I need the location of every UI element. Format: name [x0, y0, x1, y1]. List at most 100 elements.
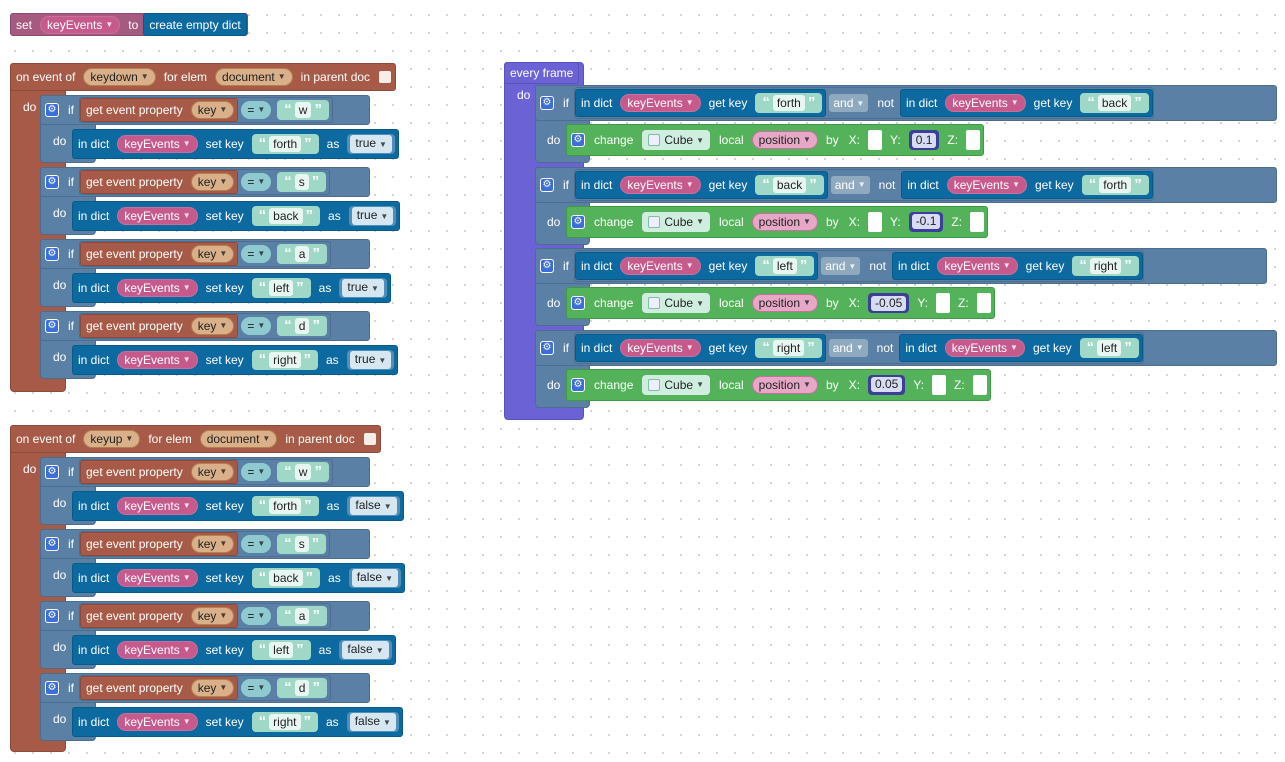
- string-value[interactable]: left: [269, 280, 294, 296]
- gear-icon[interactable]: ⚙: [571, 214, 585, 229]
- property-dropdown[interactable]: key▼: [190, 317, 235, 335]
- number-value[interactable]: -0.05: [871, 295, 907, 311]
- object-dropdown[interactable]: Cube▼: [642, 211, 710, 232]
- string-value[interactable]: s: [294, 536, 309, 552]
- text-string-block[interactable]: “w”: [277, 462, 329, 482]
- string-value[interactable]: back: [269, 208, 303, 224]
- number-value[interactable]: -0.1: [911, 214, 941, 229]
- dict-variable-dropdown[interactable]: keyEvents▼: [117, 569, 198, 587]
- operator-dropdown[interactable]: =▼: [241, 173, 272, 191]
- number-value[interactable]: 0.05: [871, 377, 903, 392]
- operator-dropdown[interactable]: =▼: [241, 317, 272, 335]
- text-string-block[interactable]: “w”: [277, 100, 329, 120]
- dict-variable-dropdown[interactable]: keyEvents▼: [117, 207, 198, 225]
- string-value[interactable]: a: [294, 608, 310, 624]
- text-string-block[interactable]: “right”: [251, 712, 318, 732]
- empty-slot[interactable]: [936, 293, 951, 313]
- gear-icon[interactable]: ⚙: [45, 103, 59, 117]
- text-string-block[interactable]: “back”: [755, 174, 824, 195]
- gear-icon[interactable]: ⚙: [571, 377, 585, 392]
- number-block[interactable]: -0.1: [908, 211, 944, 232]
- parent-doc-checkbox[interactable]: [379, 71, 392, 83]
- dict-variable-dropdown[interactable]: keyEvents▼: [620, 338, 701, 357]
- boolean-block[interactable]: true▼: [348, 206, 397, 226]
- dict-variable-dropdown[interactable]: keyEvents▼: [117, 641, 198, 659]
- boolean-dropdown[interactable]: true▼: [342, 279, 384, 297]
- string-value[interactable]: w: [294, 464, 312, 480]
- dict-variable-dropdown[interactable]: keyEvents▼: [117, 497, 198, 515]
- operator-dropdown[interactable]: =▼: [241, 245, 272, 263]
- gear-icon[interactable]: ⚙: [45, 609, 59, 623]
- text-string-block[interactable]: “left”: [755, 256, 815, 276]
- logic-operator-dropdown[interactable]: and▼: [821, 257, 861, 275]
- string-value[interactable]: d: [294, 680, 310, 696]
- boolean-dropdown[interactable]: true▼: [351, 207, 394, 225]
- boolean-dropdown[interactable]: false▼: [342, 641, 389, 659]
- operator-dropdown[interactable]: =▼: [241, 535, 272, 553]
- string-value[interactable]: d: [294, 318, 310, 334]
- dict-variable-dropdown[interactable]: keyEvents▼: [620, 257, 701, 275]
- text-string-block[interactable]: “back”: [1080, 93, 1149, 113]
- property-dropdown[interactable]: key▼: [190, 245, 235, 263]
- transform-dropdown[interactable]: position▼: [751, 294, 818, 312]
- string-value[interactable]: forth: [269, 498, 302, 514]
- text-string-block[interactable]: “d”: [277, 316, 327, 336]
- string-value[interactable]: back: [269, 570, 303, 586]
- text-string-block[interactable]: “forth”: [251, 496, 319, 516]
- string-value[interactable]: right: [269, 714, 301, 730]
- dict-variable-dropdown[interactable]: keyEvents▼: [117, 279, 198, 297]
- text-string-block[interactable]: “s”: [277, 172, 327, 192]
- empty-slot[interactable]: [868, 211, 882, 232]
- set-variable-block[interactable]: set keyEvents▼ to create empty dict: [10, 13, 248, 36]
- property-dropdown[interactable]: key▼: [190, 535, 235, 553]
- boolean-block[interactable]: true▼: [347, 134, 395, 154]
- boolean-block[interactable]: true▼: [339, 278, 387, 298]
- text-string-block[interactable]: “back”: [251, 568, 321, 588]
- boolean-block[interactable]: false▼: [348, 568, 401, 588]
- object-dropdown[interactable]: Cube▼: [642, 374, 710, 395]
- string-value[interactable]: forth: [772, 95, 805, 111]
- object-dropdown[interactable]: Cube▼: [642, 293, 710, 313]
- string-value[interactable]: s: [294, 174, 309, 190]
- string-value[interactable]: right: [1089, 258, 1122, 274]
- gear-icon[interactable]: ⚙: [540, 177, 554, 192]
- gear-icon[interactable]: ⚙: [540, 340, 554, 355]
- gear-icon[interactable]: ⚙: [45, 319, 59, 333]
- dict-variable-dropdown[interactable]: keyEvents▼: [117, 713, 198, 731]
- text-string-block[interactable]: “a”: [277, 606, 327, 626]
- number-block[interactable]: 0.05: [868, 374, 906, 395]
- element-dropdown[interactable]: document▼: [215, 68, 293, 86]
- text-string-block[interactable]: “forth”: [755, 93, 823, 113]
- empty-slot[interactable]: [970, 211, 985, 232]
- property-dropdown[interactable]: key▼: [190, 101, 235, 119]
- text-string-block[interactable]: “left”: [251, 640, 311, 660]
- string-value[interactable]: forth: [1099, 176, 1132, 193]
